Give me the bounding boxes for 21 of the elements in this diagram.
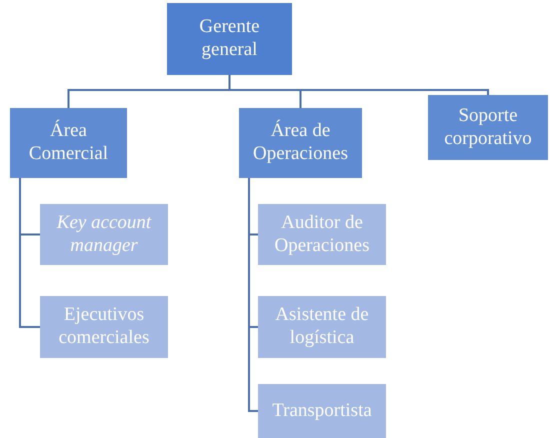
connector-line [248, 178, 258, 412]
connector-line [228, 75, 489, 95]
box-label: Área Comercial [28, 120, 110, 166]
box-label: Key account manager [56, 212, 152, 258]
org-box [40, 204, 168, 265]
box-label: Área de Operaciones [252, 120, 349, 166]
org-box [167, 3, 292, 75]
org-box [239, 108, 362, 178]
connector-line [19, 178, 40, 328]
org-box [428, 95, 548, 160]
box-label: Soporte corporativo [443, 104, 533, 150]
org-box [258, 296, 386, 358]
box-label: Asistente de logística [274, 304, 370, 350]
box-label: Transportista [271, 400, 373, 422]
org-box [40, 296, 168, 358]
box-label: Gerente general [198, 16, 261, 62]
box-label: Ejecutivos comerciales [58, 304, 150, 350]
org-box [10, 108, 127, 178]
box-label: Auditor de Operaciones [274, 212, 370, 258]
org-box [258, 384, 386, 438]
org-box [258, 204, 386, 265]
